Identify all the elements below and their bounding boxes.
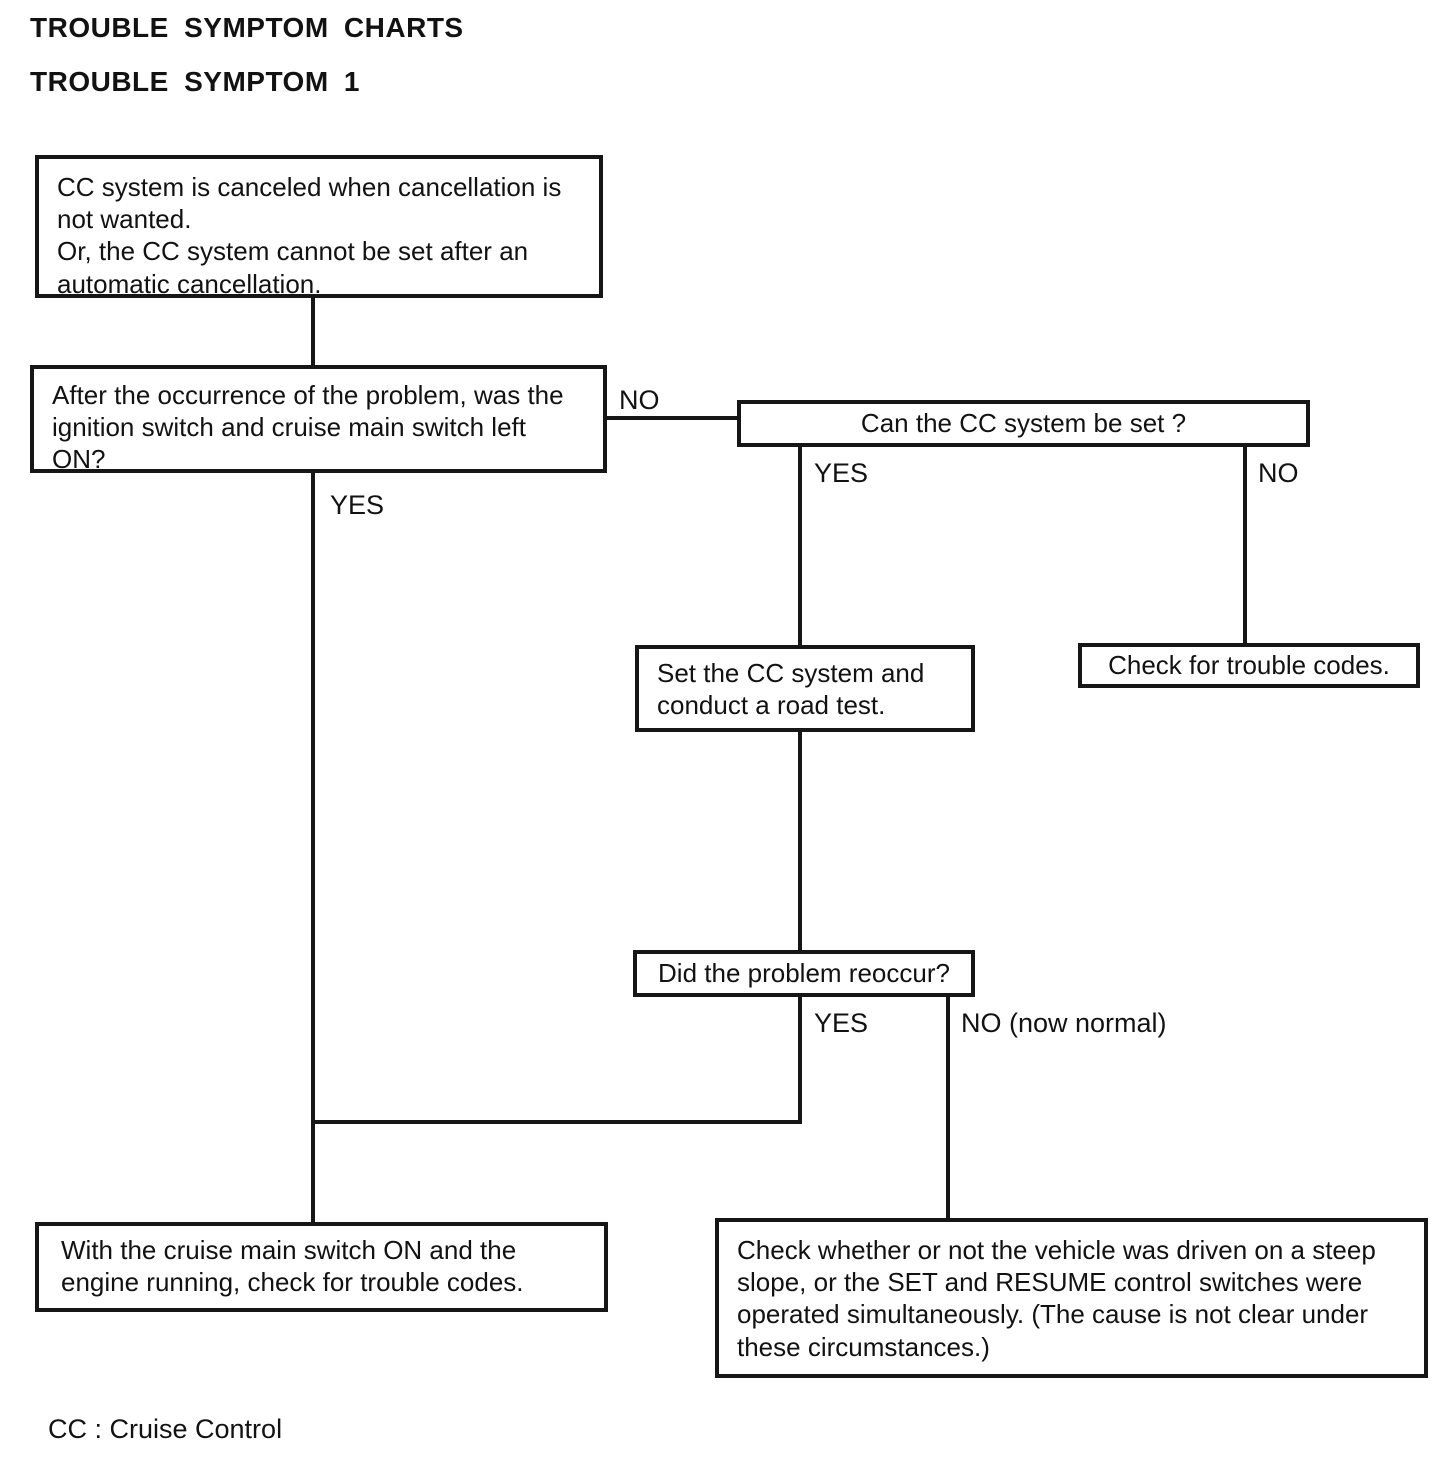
branch-label-reoccur-yes: YES (814, 1008, 869, 1038)
branch-label-reoccur-no: NO (now normal) (961, 1008, 1167, 1038)
branch-label-ignition-no: NO (619, 385, 660, 415)
page-subtitle: TROUBLE SYMPTOM 1 (30, 66, 361, 97)
page-title: TROUBLE SYMPTOM CHARTS (30, 12, 464, 43)
branch-label-can-set-yes: YES (814, 458, 869, 488)
box-question-can-set: Can the CC system be set ? (737, 400, 1310, 447)
connector-can-set-no-line (1243, 445, 1247, 645)
box-question-reoccur-text: Did the problem reoccur? (658, 958, 950, 989)
box-symptom-text: CC system is canceled when cancellation … (57, 172, 562, 299)
connector-symptom-to-ignition-line (311, 296, 315, 366)
box-steep-slope-check-text: Check whether or not the vehicle was dri… (737, 1235, 1376, 1362)
box-question-reoccur: Did the problem reoccur? (633, 950, 975, 997)
box-check-trouble-codes-left: With the cruise main switch ON and the e… (35, 1222, 608, 1312)
box-check-trouble-codes-right: Check for trouble codes. (1078, 643, 1420, 688)
box-symptom-statement: CC system is canceled when cancellation … (35, 155, 603, 299)
connector-road-test-to-reoccur-line (798, 731, 802, 951)
box-road-test-text: Set the CC system and conduct a road tes… (657, 658, 925, 721)
branch-label-ignition-yes: YES (330, 490, 385, 520)
box-steep-slope-check: Check whether or not the vehicle was dri… (715, 1218, 1428, 1378)
connector-ignition-yes-line (311, 472, 315, 1224)
box-question-can-set-text: Can the CC system be set ? (860, 408, 1187, 439)
connector-reoccur-yes-line (798, 995, 802, 1124)
connector-ignition-no-line (606, 416, 738, 420)
box-question-ignition-switch: After the occurrence of the problem, was… (30, 365, 607, 475)
connector-reoccur-no-line (946, 995, 950, 1221)
box-road-test: Set the CC system and conduct a road tes… (635, 645, 975, 732)
connector-reoccur-yes-merge-line (311, 1120, 802, 1124)
connector-can-set-yes-line (798, 445, 802, 647)
box-question-ignition-text: After the occurrence of the problem, was… (52, 380, 564, 475)
branch-label-can-set-no: NO (1258, 458, 1299, 488)
cc-legend: CC : Cruise Control (48, 1414, 283, 1444)
box-check-trouble-codes-right-text: Check for trouble codes. (1108, 650, 1390, 681)
box-check-trouble-codes-left-text: With the cruise main switch ON and the e… (61, 1235, 524, 1298)
